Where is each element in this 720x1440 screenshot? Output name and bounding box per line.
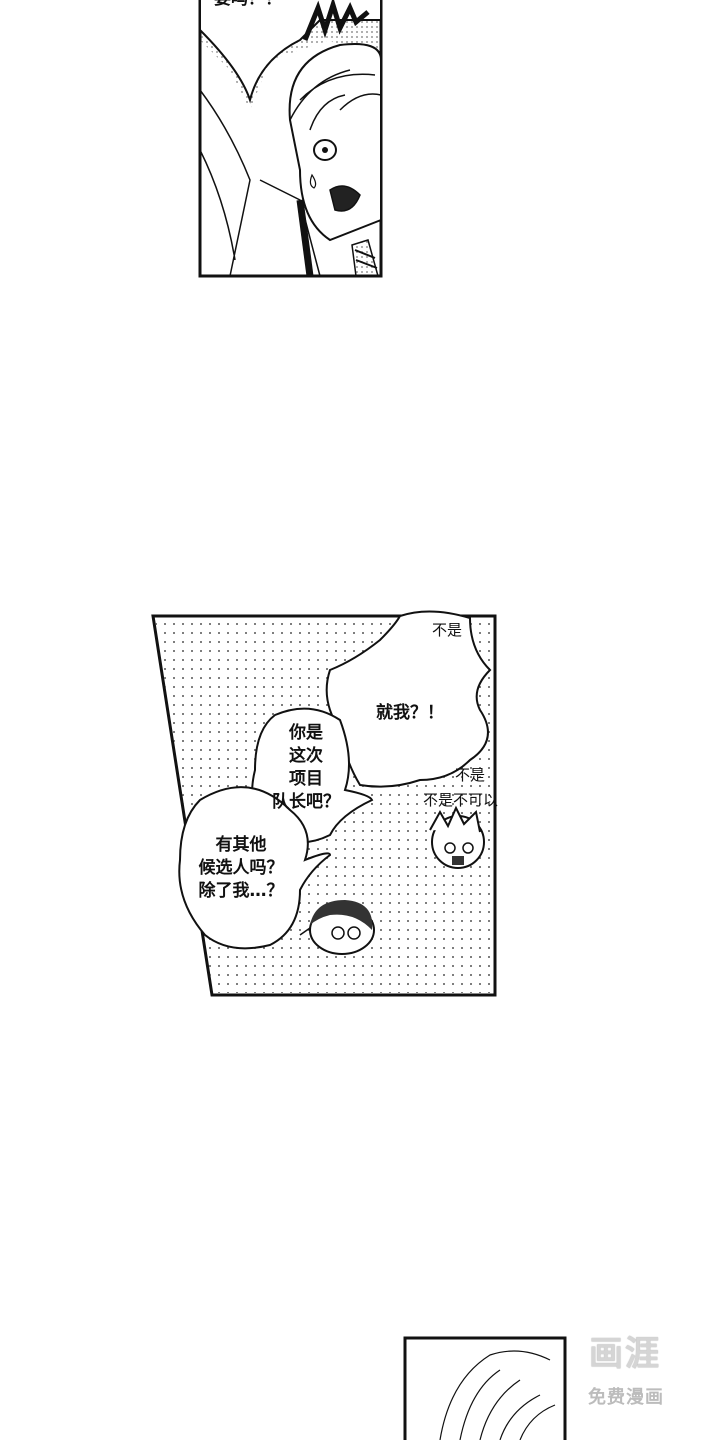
chibi-glasses-icon (299, 900, 375, 955)
sfx-low: 不是不可以 (423, 791, 499, 809)
bubble-bottom-text: 有其他 候选人吗？ 除了我…？ (188, 834, 294, 903)
bubble-left-line: 你是 (289, 723, 323, 743)
bubble-left-line: 项目 (289, 769, 323, 789)
sfx-top: 不是 (432, 621, 463, 639)
panel-3 (403, 1336, 567, 1440)
bubble-top-text: 就我？！ (376, 703, 444, 723)
bubble-bottom-line: 候选人吗？ (198, 858, 284, 878)
watermark-subtitle: 免费漫画 (588, 1387, 664, 1408)
chibi-boy-icon (429, 805, 485, 869)
speech-bubble-top (325, 610, 492, 788)
boy-character (259, 43, 382, 277)
panel-2 (151, 610, 497, 997)
speech-bubble-bottom (178, 786, 332, 950)
bubble-bottom-line: 有其他 (215, 835, 267, 855)
sfx-mid: 不是 (455, 766, 486, 784)
bubble-left-line: 这次 (289, 746, 323, 766)
panel-1 (198, 0, 383, 278)
caption-partial: 要吗？！ (214, 0, 282, 11)
shock-lines-icon (302, 0, 370, 41)
watermark-logo-text: 画涯 (589, 1333, 661, 1374)
bubble-left-text: 你是 这次 项目 队长吧？ (266, 722, 346, 814)
watermark-logo: 画涯 (566, 1318, 684, 1382)
bubble-bottom-line: 除了我…？ (198, 881, 284, 901)
bubble-left-line: 队长吧？ (272, 792, 340, 812)
